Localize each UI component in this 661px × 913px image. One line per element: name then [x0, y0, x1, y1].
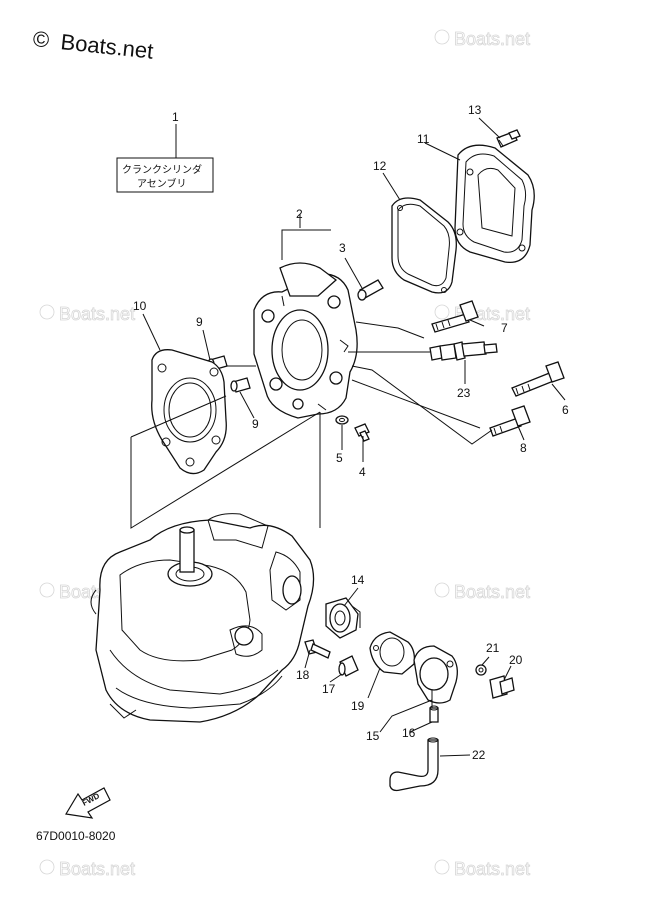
svg-text:Boats.net: Boats.net: [59, 304, 135, 324]
watermark-right-bottom: Boats.net: [434, 859, 530, 879]
watermarks: Boats.net Boats.net Boats.net Boats.net …: [39, 29, 530, 879]
callout-numbers: 2 3 4 5 6 7 8 9 9 10 11 12 13 14 15 16 1…: [133, 103, 569, 762]
callout-4: 4: [359, 465, 366, 479]
svg-text:Boats.net: Boats.net: [454, 29, 530, 49]
svg-text:Boats.net: Boats.net: [454, 582, 530, 602]
callout-9-bottom: 9: [252, 417, 259, 431]
thermostat-14: [325, 597, 361, 639]
bolt-4: [354, 423, 370, 442]
bolt-6: [511, 361, 565, 397]
leader-lines: [142, 117, 566, 757]
callout-23: 23: [457, 386, 471, 400]
callout-8: 8: [520, 441, 527, 455]
brand-header: © Boats.net: [33, 27, 155, 64]
label-box-crank-cylinder-assembly: 1 クランクシリンダ アセンブリ: [116, 110, 214, 193]
nipple-16: [429, 705, 439, 723]
collar-17: [338, 655, 359, 677]
bolt-8: [489, 405, 531, 437]
brand-name: Boats.net: [59, 29, 154, 64]
bolt-7: [431, 300, 479, 333]
washer-5: [335, 415, 349, 425]
copyright-symbol: ©: [33, 27, 49, 52]
callout-18: 18: [296, 668, 310, 682]
callout-13: 13: [468, 103, 482, 117]
bolt-20: [489, 675, 515, 699]
callout-12: 12: [373, 159, 387, 173]
watermark-left-bottom: Boats.net: [39, 859, 135, 879]
callout-20: 20: [509, 653, 523, 667]
callout-14: 14: [351, 573, 365, 587]
callout-19: 19: [351, 699, 365, 713]
gasket-12: [391, 197, 457, 294]
cylinder-head-cover-11: [454, 144, 535, 264]
callout-21: 21: [486, 641, 500, 655]
watermark-right-low: Boats.net: [434, 582, 530, 602]
svg-text:Boats.net: Boats.net: [59, 859, 135, 879]
callout-5: 5: [336, 451, 343, 465]
watermark-left-mid: Boats.net: [39, 304, 135, 324]
spark-plug-23: [429, 341, 498, 361]
callout-3: 3: [339, 241, 346, 255]
crankcase-block: [90, 513, 315, 723]
bolt-18: [304, 639, 331, 659]
callout-11: 11: [417, 132, 430, 146]
washer-21: [475, 664, 487, 676]
callout-6: 6: [562, 403, 569, 417]
callout-7: 7: [501, 321, 508, 335]
label-line-2: アセンブリ: [137, 177, 187, 190]
callout-22: 22: [472, 748, 486, 762]
watermark-top-right: Boats.net: [434, 29, 530, 49]
callout-9-top: 9: [196, 315, 203, 329]
fwd-arrow-icon: FWD: [65, 787, 111, 819]
svg-text:Boats.net: Boats.net: [454, 859, 530, 879]
callout-17: 17: [322, 682, 336, 696]
cylinder-head-2: [253, 262, 358, 419]
alignment-lines: [130, 321, 493, 529]
dowel-pin-3: [357, 279, 384, 301]
callout-16: 16: [402, 726, 416, 740]
callout-2: 2: [296, 207, 303, 221]
diagram-code: 67D0010-8020: [36, 829, 116, 843]
callout-15: 15: [366, 729, 380, 743]
callout-1: 1: [172, 110, 179, 124]
gasket-19: [369, 631, 416, 675]
hose-22: [389, 737, 439, 792]
callout-10: 10: [133, 299, 147, 313]
thermostat-cover-15: [413, 645, 458, 708]
bolt-13: [496, 129, 521, 148]
label-line-1: クランクシリンダ: [122, 163, 202, 176]
